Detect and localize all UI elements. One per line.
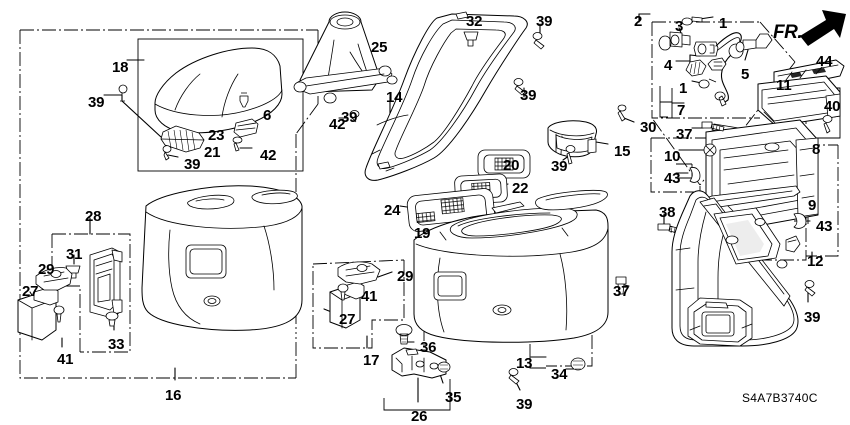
- callout-number-32: 32: [466, 13, 483, 30]
- callout-number-28: 28: [85, 208, 102, 225]
- callout-number-3: 3: [675, 18, 684, 35]
- fastener-42-boot: [349, 110, 360, 123]
- callout-number-39: 39: [341, 109, 358, 126]
- callout-number-37: 37: [676, 126, 693, 143]
- part-23-bracket: [233, 118, 259, 138]
- callout-number-5: 5: [741, 66, 750, 83]
- callout-number-27: 27: [22, 283, 39, 300]
- callout-number-24: 24: [384, 202, 401, 219]
- callout-number-10: 10: [664, 148, 681, 165]
- callout-number-16: 16: [165, 387, 182, 404]
- callout-number-40: 40: [824, 98, 841, 115]
- callout-number-33: 33: [108, 336, 125, 353]
- fastener-41-center: [337, 283, 349, 301]
- callout-number-1: 1: [719, 15, 728, 32]
- callout-number-30: 30: [640, 119, 657, 136]
- fastener-35: [437, 361, 451, 373]
- callout-number-29: 29: [397, 268, 414, 285]
- callout-number-15: 15: [614, 143, 631, 160]
- part-29-bracket-center: [337, 261, 381, 285]
- part-9-box: [705, 119, 819, 233]
- callout-number-39: 39: [516, 396, 533, 413]
- callout-number-39: 39: [536, 13, 553, 30]
- callout-number-13: 13: [516, 355, 533, 372]
- fastener-39-holder: [565, 145, 576, 165]
- callout-number-20: 20: [503, 157, 520, 174]
- fastener-39-bottom: [508, 280, 816, 385]
- callout-number-43: 43: [816, 218, 833, 235]
- callout-number-39: 39: [804, 309, 821, 326]
- callout-number-12: 12: [807, 253, 824, 270]
- callout-number-39: 39: [551, 158, 568, 175]
- callout-number-1: 1: [679, 80, 688, 97]
- drawing-number: S4A7B3740C: [742, 391, 818, 405]
- fastener-36: [395, 324, 413, 345]
- part-26-bracket: [391, 347, 447, 379]
- callout-number-4: 4: [664, 57, 673, 74]
- callout-number-14: 14: [386, 89, 403, 106]
- callout-number-8: 8: [812, 141, 821, 158]
- callout-number-11: 11: [776, 77, 792, 94]
- part-21-hinge: [160, 125, 205, 153]
- part-16-front-console: [141, 185, 303, 331]
- callout-number-37: 37: [613, 283, 630, 300]
- callout-number-38: 38: [659, 204, 676, 221]
- fastener-39-panel: [513, 32, 545, 96]
- callout-number-21: 21: [204, 144, 221, 161]
- callout-number-26: 26: [411, 408, 428, 425]
- part-18-armrest-lid: [154, 47, 283, 134]
- fastener-34: [570, 357, 586, 371]
- callout-number-39: 39: [88, 94, 105, 111]
- callout-number-29: 29: [38, 261, 55, 278]
- callout-number-18: 18: [112, 59, 129, 76]
- callout-number-2: 2: [634, 13, 643, 30]
- part-27-switch-left: [17, 286, 59, 341]
- callout-number-44: 44: [816, 53, 833, 70]
- callout-number-42: 42: [329, 116, 346, 133]
- callout-number-6: 6: [263, 107, 272, 124]
- callout-number-25: 25: [371, 39, 388, 56]
- fastener-33: [105, 311, 119, 327]
- parts-1-to-5: [658, 16, 773, 107]
- part-33-switch-holder: [89, 247, 123, 319]
- callout-number-41: 41: [57, 351, 74, 368]
- part-12-rear-console: [671, 190, 801, 347]
- fastener-group-18: [118, 84, 249, 161]
- part-29-bracket-left: [35, 267, 73, 291]
- callout-number-36: 36: [420, 339, 437, 356]
- callout-number-7: 7: [677, 102, 686, 119]
- fastener-41-left: [53, 305, 65, 323]
- part-15-holder: [547, 120, 597, 158]
- part-14-center-panel: [364, 11, 528, 181]
- callout-number-34: 34: [551, 366, 568, 383]
- callout-number-19: 19: [414, 225, 431, 242]
- part-20-switch: [477, 149, 531, 179]
- front-orientation-label: FR.: [773, 22, 803, 43]
- front-direction-arrow: [800, 10, 846, 46]
- fastener-32: [463, 31, 479, 47]
- callout-number-43: 43: [664, 170, 681, 187]
- callout-number-39: 39: [520, 87, 537, 104]
- callout-number-39: 39: [184, 156, 201, 173]
- callout-number-9: 9: [808, 197, 817, 214]
- fastener-43: [689, 167, 807, 229]
- callout-number-35: 35: [445, 389, 462, 406]
- callout-number-31: 31: [66, 246, 83, 263]
- fastener-30: [617, 104, 627, 122]
- callout-number-27: 27: [339, 311, 356, 328]
- fastener-10: [703, 143, 717, 157]
- fastener-37: [615, 121, 725, 295]
- part-13-mid-console: [413, 190, 609, 343]
- callout-number-42: 42: [260, 147, 277, 164]
- callout-number-41: 41: [361, 288, 378, 305]
- fastener-40: [822, 115, 833, 134]
- callout-number-22: 22: [512, 180, 529, 197]
- part-25-shift-boot: [293, 11, 398, 104]
- part-11-drawer: [757, 75, 841, 127]
- callout-number-23: 23: [208, 127, 225, 144]
- callout-number-17: 17: [363, 352, 380, 369]
